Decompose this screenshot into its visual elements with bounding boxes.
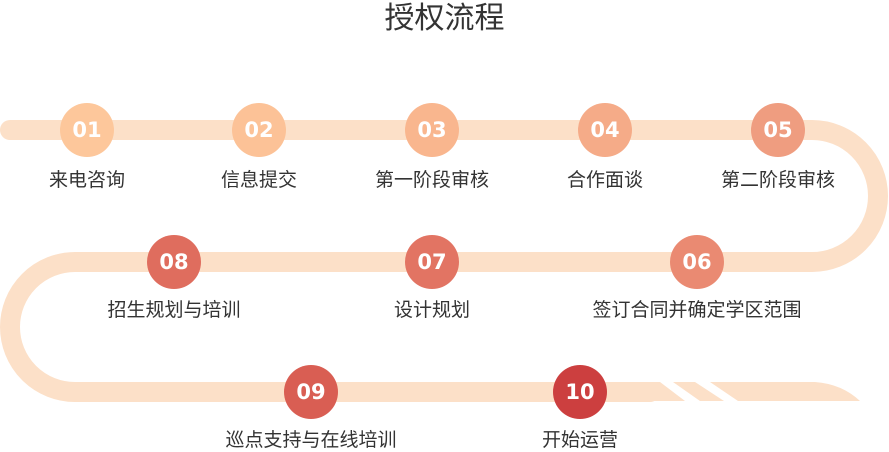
step-04-badge: 04 [578, 103, 632, 157]
step-01-label: 来电咨询 [48, 169, 125, 191]
step-05-badge: 05 [751, 103, 805, 157]
step-06-badge: 06 [670, 235, 724, 289]
step-03-label: 第一阶段审核 [374, 169, 489, 191]
step-02-badge: 02 [232, 103, 286, 157]
step-03-badge: 03 [405, 103, 459, 157]
step-02-label: 信息提交 [220, 169, 297, 191]
step-07-badge: 07 [405, 235, 459, 289]
track-end-segment [640, 382, 685, 401]
page-title: 授权流程 [384, 1, 505, 36]
step-07-label: 设计规划 [393, 299, 470, 321]
step-10-label: 开始运营 [541, 429, 618, 451]
step-10-badge: 10 [553, 365, 607, 419]
step-09-badge: 09 [284, 365, 338, 419]
track-end-segment [710, 382, 860, 401]
step-05-label: 第二阶段审核 [720, 169, 835, 191]
step-01-badge: 01 [60, 103, 114, 157]
step-08-label: 招生规划与培训 [107, 299, 241, 321]
step-08-badge: 08 [147, 235, 201, 289]
step-09-label: 巡点支持与在线培训 [225, 429, 397, 451]
track-end-segment [673, 382, 724, 401]
step-04-label: 合作面谈 [566, 169, 643, 191]
step-06-label: 签订合同并确定学区范围 [592, 299, 802, 321]
